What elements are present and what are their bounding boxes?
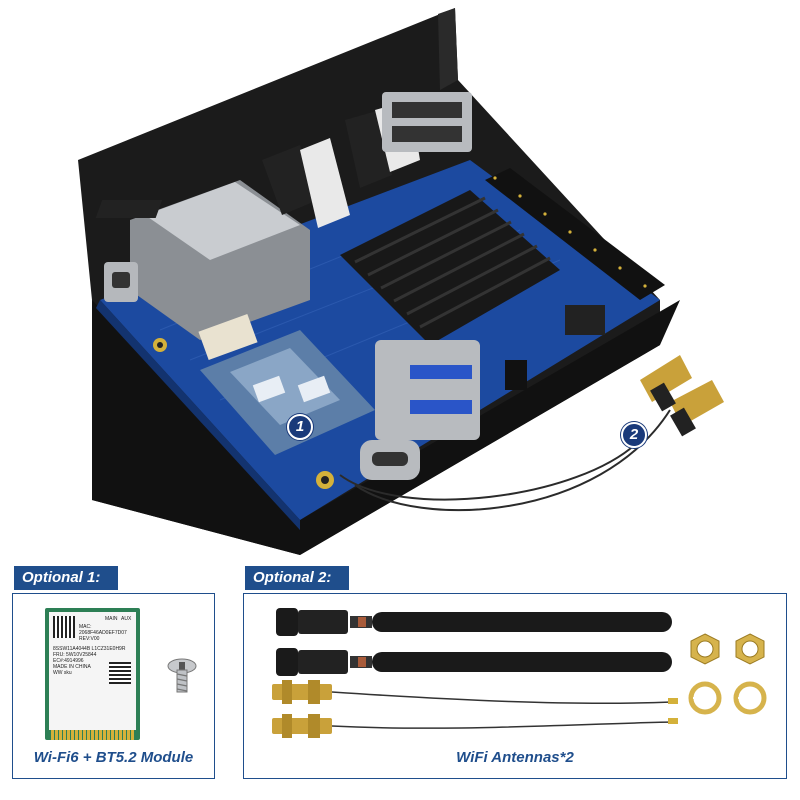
module-label-mac: MAC: bbox=[79, 624, 92, 630]
module-label-sn: 8SSW11A4044B L1CZ31E0H9R bbox=[53, 646, 126, 652]
module-label-fru: FRU: 5W10V25844 bbox=[53, 652, 97, 658]
wifi-module-card: MAIN AUX MAC: 2068F46AD0EF7D07 REV:V00 8… bbox=[45, 608, 140, 740]
module-label-rev: REV:V00 bbox=[79, 636, 100, 642]
main-label: MAIN bbox=[105, 616, 118, 622]
callout-1: 1 bbox=[287, 414, 313, 440]
sma-connector-icon bbox=[640, 355, 724, 437]
optional-1-caption: Wi-Fi6 + BT5.2 Module bbox=[33, 749, 194, 766]
optional-2-caption: WiFi Antennas*2 bbox=[456, 749, 574, 766]
pigtail-cables bbox=[272, 680, 678, 738]
module-label-mac-value: 2068F46AD0EF7D07 bbox=[79, 630, 127, 636]
case-base bbox=[92, 300, 680, 555]
hex-nut-icon bbox=[688, 633, 767, 715]
callout-2: 2 bbox=[621, 422, 647, 448]
module-label-sku: WW sku bbox=[53, 670, 72, 676]
optional-1-panel: MAIN AUX MAC: 2068F46AD0EF7D07 REV:V00 8… bbox=[12, 593, 215, 779]
sma-connector-icon bbox=[272, 680, 332, 738]
optional-1-tag: Optional 1: bbox=[14, 566, 118, 590]
usb-port-top bbox=[382, 92, 472, 152]
usb3-port-stack bbox=[375, 340, 480, 440]
aux-label: AUX bbox=[121, 616, 132, 622]
optional-2-panel: WiFi Antennas*2 bbox=[243, 593, 787, 779]
optional-2-tag: Optional 2: bbox=[245, 566, 349, 590]
antenna-icon bbox=[276, 608, 672, 676]
module-label-ec: EC#:4914996 bbox=[53, 658, 84, 664]
heatsink bbox=[340, 190, 560, 345]
screw-icon bbox=[167, 658, 197, 693]
module-label-origin: MADE IN CHINA bbox=[53, 664, 91, 670]
product-photo bbox=[78, 8, 724, 555]
